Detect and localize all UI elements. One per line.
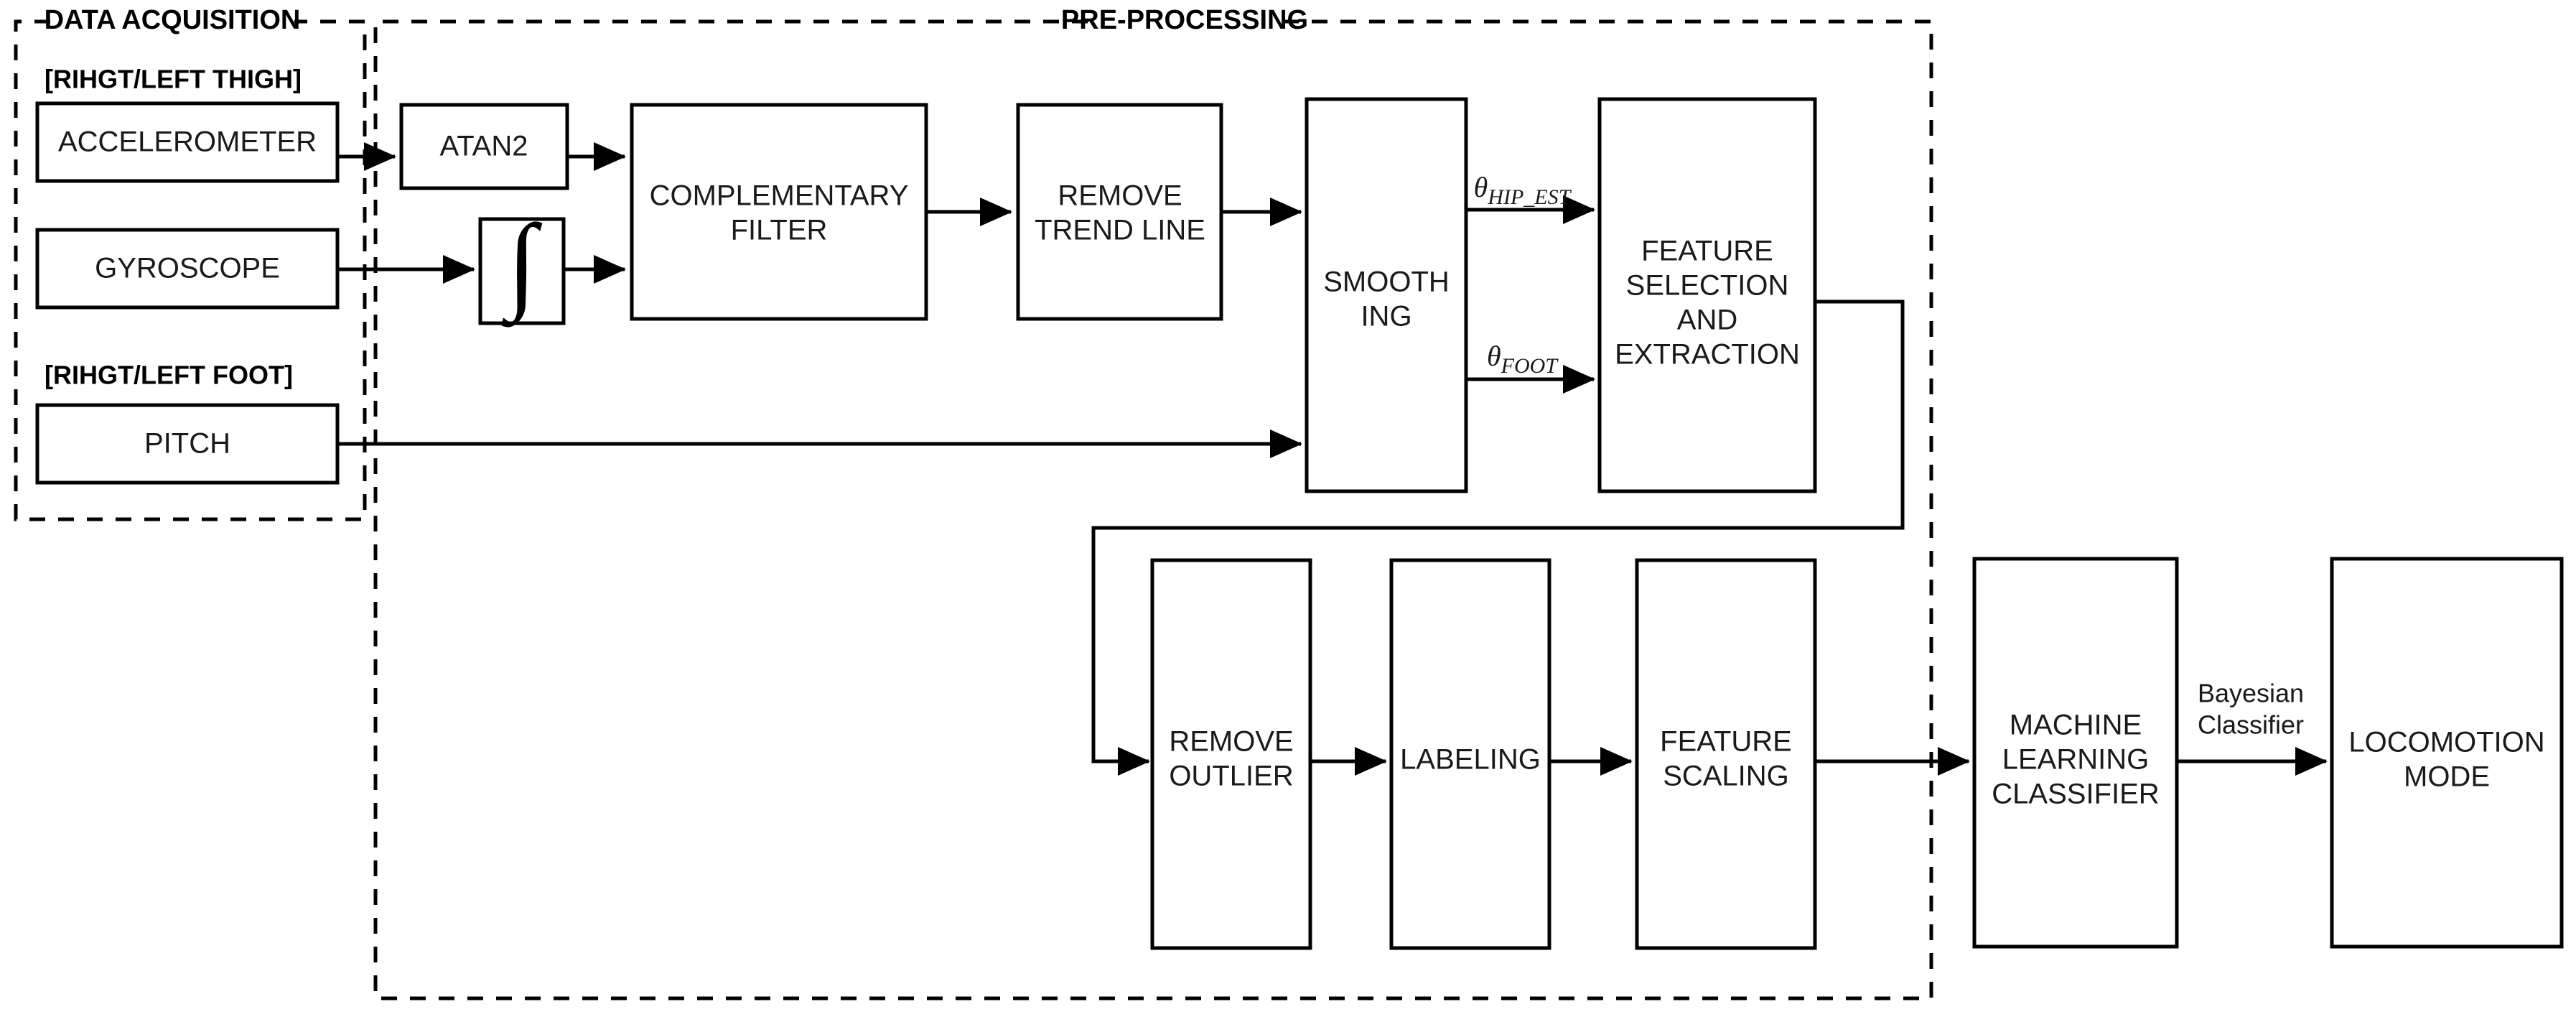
subgroup-label-right-left-thigh: [RIHGT/LEFT THIGH] bbox=[45, 65, 302, 94]
block-feature-scaling-rect[interactable] bbox=[1635, 558, 1817, 950]
block-remove-outlier[interactable]: REMOVE OUTLIER bbox=[1150, 558, 1312, 950]
block-complementary-filter-rect[interactable] bbox=[630, 103, 928, 321]
block-remove-outlier-label-line-2: OUTLIER bbox=[1169, 761, 1293, 792]
block-integral-rect[interactable] bbox=[478, 217, 566, 325]
block-feature-scaling[interactable]: FEATURE SCALING bbox=[1635, 558, 1817, 950]
group-title-pre-processing: PRE-PROCESSING bbox=[1061, 5, 1308, 35]
connection-feature-selection-to-remove-outlier bbox=[1091, 299, 1905, 776]
edge-label-theta-hip-est: θHIP_EST bbox=[1474, 171, 1572, 209]
block-remove-outlier-rect[interactable] bbox=[1150, 558, 1312, 950]
block-integral[interactable]: ∫ bbox=[478, 203, 566, 328]
edge-label-theta-foot: θFOOT bbox=[1487, 340, 1559, 378]
subgroup-label-right-left-foot: [RIHGT/LEFT FOOT] bbox=[45, 361, 293, 390]
block-complementary-filter-label-line-2: FILTER bbox=[731, 215, 828, 246]
block-atan2[interactable]: ATAN2 bbox=[399, 103, 569, 190]
edge-label-bayesian-classifier: Bayesian Classifier bbox=[2198, 679, 2304, 740]
block-remove-trend-line-label-line-2: TREND LINE bbox=[1035, 215, 1205, 246]
block-machine-learning-classifier[interactable]: MACHINE LEARNING CLASSIFIER bbox=[1972, 557, 2179, 949]
block-feature-selection-extraction-label-line-3: AND bbox=[1677, 305, 1737, 336]
block-atan2-rect[interactable] bbox=[399, 103, 569, 190]
block-gyroscope-label: GYROSCOPE bbox=[95, 253, 280, 284]
block-pitch[interactable]: PITCH bbox=[35, 403, 340, 485]
theta-foot-base: θ bbox=[1487, 340, 1501, 372]
block-machine-learning-classifier-label-line-1: MACHINE bbox=[2010, 710, 2142, 741]
block-remove-outlier-label-line-1: REMOVE bbox=[1169, 726, 1293, 758]
block-atan2-label: ATAN2 bbox=[440, 131, 528, 162]
block-locomotion-mode-label-line-2: MODE bbox=[2404, 761, 2490, 793]
block-gyroscope[interactable]: GYROSCOPE bbox=[35, 228, 340, 310]
block-complementary-filter-label-line-1: COMPLEMENTARY bbox=[650, 180, 909, 212]
block-feature-selection-extraction[interactable]: FEATURE SELECTION AND EXTRACTION bbox=[1597, 97, 1817, 493]
group-boundary-data-acquisition bbox=[14, 19, 367, 521]
theta-hip-est-base: θ bbox=[1474, 171, 1488, 203]
block-smoothing-rect[interactable] bbox=[1305, 97, 1468, 493]
block-labeling-label: LABELING bbox=[1400, 744, 1541, 776]
block-complementary-filter[interactable]: COMPLEMENTARY FILTER bbox=[630, 103, 928, 321]
block-feature-selection-extraction-label-line-2: SELECTION bbox=[1626, 270, 1789, 302]
block-pitch-rect[interactable] bbox=[35, 403, 340, 485]
block-labeling-rect[interactable] bbox=[1389, 558, 1551, 950]
block-remove-trend-line-rect[interactable] bbox=[1016, 103, 1223, 321]
block-accelerometer[interactable]: ACCELEROMETER bbox=[35, 101, 340, 183]
block-locomotion-mode-rect[interactable] bbox=[2330, 557, 2564, 949]
block-feature-scaling-label-line-1: FEATURE bbox=[1660, 726, 1792, 758]
block-feature-selection-extraction-label-line-4: EXTRACTION bbox=[1615, 339, 1800, 371]
block-accelerometer-label: ACCELEROMETER bbox=[58, 126, 317, 158]
block-feature-selection-extraction-label-line-1: FEATURE bbox=[1641, 236, 1773, 267]
block-remove-trend-line[interactable]: REMOVE TREND LINE bbox=[1016, 103, 1223, 321]
block-feature-selection-extraction-rect[interactable] bbox=[1597, 97, 1817, 493]
theta-hip-est-subscript: HIP_EST bbox=[1487, 185, 1572, 209]
block-locomotion-mode[interactable]: LOCOMOTION MODE bbox=[2330, 557, 2564, 949]
block-smoothing[interactable]: SMOOTH ING bbox=[1305, 97, 1468, 493]
group-title-data-acquisition: DATA ACQUISITION bbox=[45, 5, 301, 35]
block-smoothing-label-line-2: ING bbox=[1361, 301, 1411, 333]
block-machine-learning-classifier-label-line-3: CLASSIFIER bbox=[1992, 779, 2159, 810]
bayesian-classifier-label-line-2: Classifier bbox=[2198, 710, 2304, 740]
svg-text:θFOOT: θFOOT bbox=[1487, 340, 1559, 378]
integral-icon: ∫ bbox=[501, 203, 542, 328]
block-labeling[interactable]: LABELING bbox=[1389, 558, 1551, 950]
svg-text:θHIP_EST: θHIP_EST bbox=[1474, 171, 1572, 209]
bayesian-classifier-label-line-1: Bayesian bbox=[2198, 679, 2304, 708]
block-gyroscope-rect[interactable] bbox=[35, 228, 340, 310]
block-machine-learning-classifier-rect[interactable] bbox=[1972, 557, 2179, 949]
theta-foot-subscript: FOOT bbox=[1501, 354, 1559, 378]
block-pitch-label: PITCH bbox=[144, 428, 230, 460]
block-smoothing-label-line-1: SMOOTH bbox=[1323, 266, 1450, 298]
block-feature-scaling-label-line-2: SCALING bbox=[1663, 761, 1789, 792]
block-locomotion-mode-label-line-1: LOCOMOTION bbox=[2348, 727, 2544, 758]
block-machine-learning-classifier-label-line-2: LEARNING bbox=[2002, 744, 2150, 776]
block-remove-trend-line-label-line-1: REMOVE bbox=[1058, 180, 1182, 212]
block-accelerometer-rect[interactable] bbox=[35, 101, 340, 183]
